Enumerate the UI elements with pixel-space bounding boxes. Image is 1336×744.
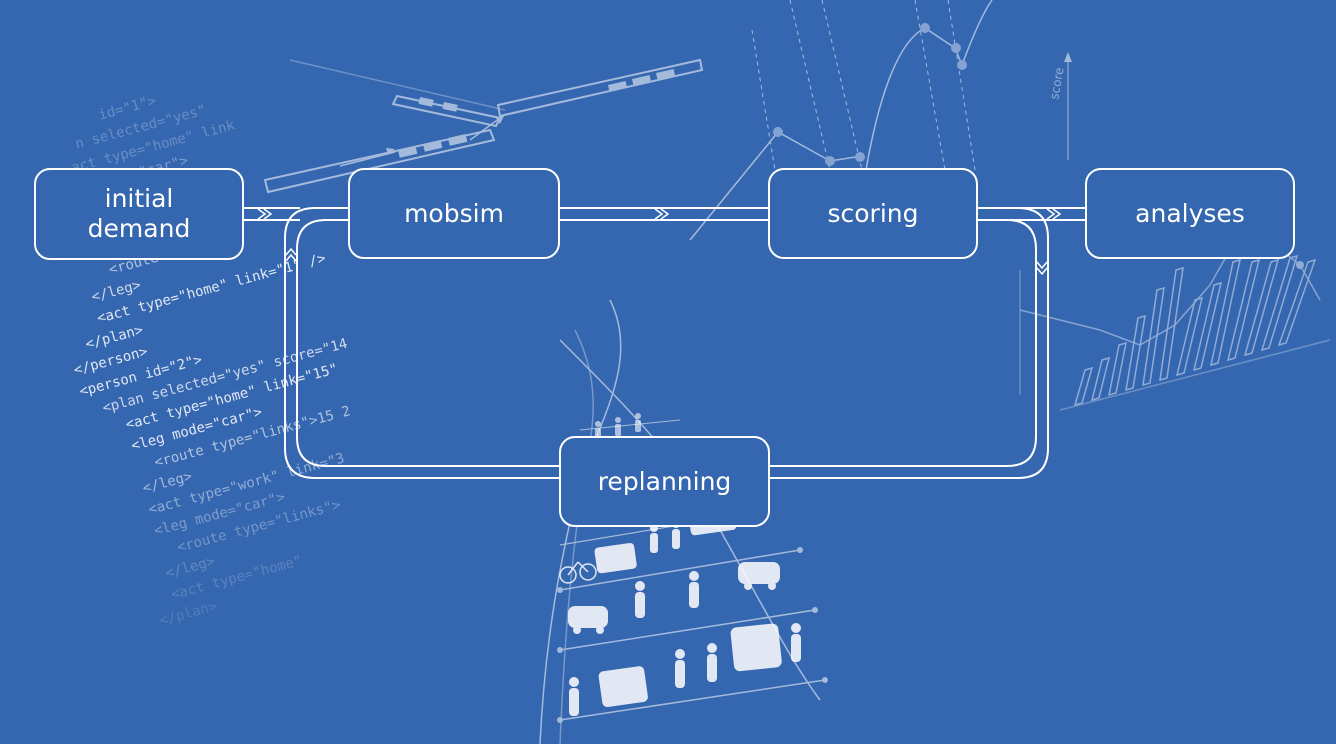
node-label: mobsim	[404, 198, 504, 228]
node-analyses: analyses	[1085, 168, 1295, 259]
pedestrian-icon	[707, 643, 717, 682]
car-icon	[568, 606, 608, 634]
bus-icon	[730, 623, 782, 672]
node-scoring: scoring	[768, 168, 978, 259]
node-label: analyses	[1135, 198, 1245, 228]
road-illustration	[263, 58, 704, 194]
pedestrian-icon	[635, 413, 641, 432]
score-axis-label: score	[1047, 66, 1066, 100]
car-icon	[738, 562, 780, 590]
tram-icon	[594, 542, 637, 574]
node-label: demand	[87, 214, 191, 243]
node-replanning: replanning	[559, 436, 770, 527]
pedestrian-icon	[689, 571, 699, 608]
transport-icons	[559, 413, 801, 716]
chevron-icons	[257, 208, 1062, 276]
pedestrian-icon	[650, 524, 658, 553]
node-label: scoring	[827, 198, 919, 228]
flow-arrows	[244, 207, 1085, 479]
node-mobsim: mobsim	[348, 168, 560, 259]
node-label: replanning	[597, 466, 732, 496]
pedestrian-icon	[569, 677, 579, 716]
node-initial-demand: initial demand	[34, 168, 244, 260]
bicycle-icon	[559, 561, 597, 584]
pedestrian-icon	[675, 649, 685, 688]
pedestrian-icon	[791, 623, 801, 662]
node-label: initial	[104, 184, 174, 213]
tram-icon	[598, 666, 648, 708]
pedestrian-icon	[615, 417, 621, 436]
pedestrian-icon	[635, 581, 645, 618]
